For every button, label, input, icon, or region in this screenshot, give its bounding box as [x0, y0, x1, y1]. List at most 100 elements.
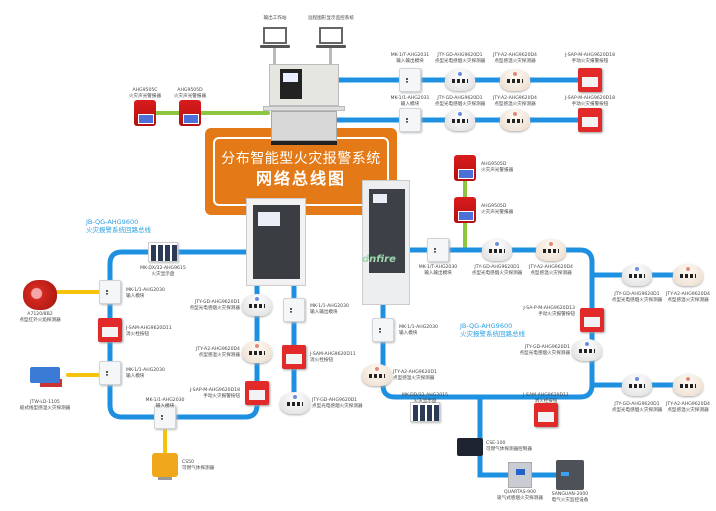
call-device-icon	[98, 318, 122, 342]
diagram-title: 分布智能型火灾报警系统	[221, 151, 381, 167]
heat-device-icon	[673, 264, 703, 286]
device-model: JTY-A2-AHG9620D4	[666, 292, 710, 297]
device-model: JTY-GD-AHG9620D1	[524, 345, 570, 350]
device-model: MK-1/1-AHG2031	[390, 96, 430, 101]
smoke-device-icon	[622, 374, 652, 396]
device-model: JTY-GD-AHG9620D1	[614, 402, 660, 407]
device-model: JTY-A2-AHG9620D1	[393, 370, 437, 375]
device-name: 消火栓按钮	[310, 357, 333, 363]
sounder-device-icon	[134, 100, 156, 126]
device-name: 点型感温火灾探测器	[667, 297, 709, 303]
loop-model: JB-QG-AHG9600	[460, 322, 513, 330]
heat-device-icon	[242, 341, 272, 363]
device-model: J-SAM-AHG9620D11	[523, 393, 569, 398]
device-model: MK-1/1-AHG2030	[126, 368, 165, 373]
device-name: 输入模块	[400, 101, 420, 107]
laptop-icon	[260, 27, 290, 53]
device-name: 火灾显示盘	[151, 271, 175, 277]
device-model: AHG9505D	[481, 204, 507, 209]
control-console	[263, 64, 345, 146]
workstation-label: 输出工作站	[263, 16, 287, 21]
device-name: 点型感温火灾探测器	[667, 407, 709, 413]
device-model: MK-1/1-AHG2030	[399, 325, 438, 330]
device-model: J-SAP-M-AHG9620D18	[189, 388, 240, 393]
device-model: A7120/8B2	[27, 312, 53, 317]
loop-title-right: JB-QG-AHG9600 火灾报警系统回路总线	[460, 322, 525, 338]
device-name: 输入输出模块	[424, 270, 452, 276]
loop-title-left: JB-QG-AHG9600 火灾报警系统回路总线	[86, 218, 151, 234]
device-name: 火灾声光警报器	[173, 93, 207, 99]
call-device-icon	[534, 403, 558, 427]
device-name: 点型光电感烟火灾探测器	[519, 350, 570, 356]
device-name: 手动火灾报警按钮	[571, 58, 609, 64]
device-name: 消火栓按钮	[534, 398, 558, 404]
heat-device-icon	[500, 109, 530, 131]
device-name: 点型红外火焰探测器	[19, 317, 61, 323]
device-model: CSE-100	[486, 441, 506, 446]
device-model: J-SAM-AHG9620D11	[310, 352, 356, 357]
module-device-icon	[399, 68, 421, 92]
gas-device-icon	[152, 453, 178, 477]
smoke-device-icon	[242, 294, 272, 316]
buspanel-device-icon	[410, 402, 440, 422]
device-model: MK-DD/32-AHG2015	[401, 393, 449, 398]
loop-model: JB-QG-AHG9600	[86, 218, 139, 226]
sounder-device-icon	[454, 197, 476, 223]
quartas-device-icon	[508, 462, 532, 488]
device-name: 可燃气体探测器控制器	[486, 446, 532, 452]
device-name: 点型光电感烟火灾探测器	[434, 101, 486, 107]
device-name: 火灾声光警报器	[481, 209, 514, 215]
device-name: 火灾声光警报器	[481, 167, 514, 173]
device-model: MK-1/1-AHG2030	[145, 398, 185, 403]
device-name: 缆式线型感温火灾探测器	[19, 405, 71, 411]
device-name: 手动火灾报警按钮	[538, 311, 575, 317]
device-model: JTY-A2-AHG9620D4	[666, 402, 710, 407]
device-model: JTY-GD-AHG9620D1	[437, 53, 483, 58]
device-model: MK-1/T-AHG2031	[390, 53, 430, 58]
heat-device-icon	[536, 239, 566, 261]
device-model: JTY-A2-AHG9620D4	[493, 96, 537, 101]
device-name: 手动火灾报警按钮	[203, 393, 240, 399]
device-model: J-SAP-M-AHG9620D18	[564, 53, 616, 58]
module-device-icon	[154, 405, 176, 429]
device-name: 手动火灾报警按钮	[571, 101, 609, 107]
laptop-stand	[329, 48, 332, 66]
device-model: MK-1/T-AHG2030	[418, 265, 458, 270]
smoke-device-icon	[482, 239, 512, 261]
smoke-device-icon	[445, 69, 475, 91]
smoke-device-icon	[622, 264, 652, 286]
device-model: CS50	[182, 460, 194, 465]
device-model: JTY-GD-AHG9620D1	[614, 292, 660, 297]
device-model: JTY-A2-AHG9620D4	[493, 53, 537, 58]
left-loop	[107, 249, 260, 420]
device-name: 电气火灾监控设备	[551, 497, 589, 503]
